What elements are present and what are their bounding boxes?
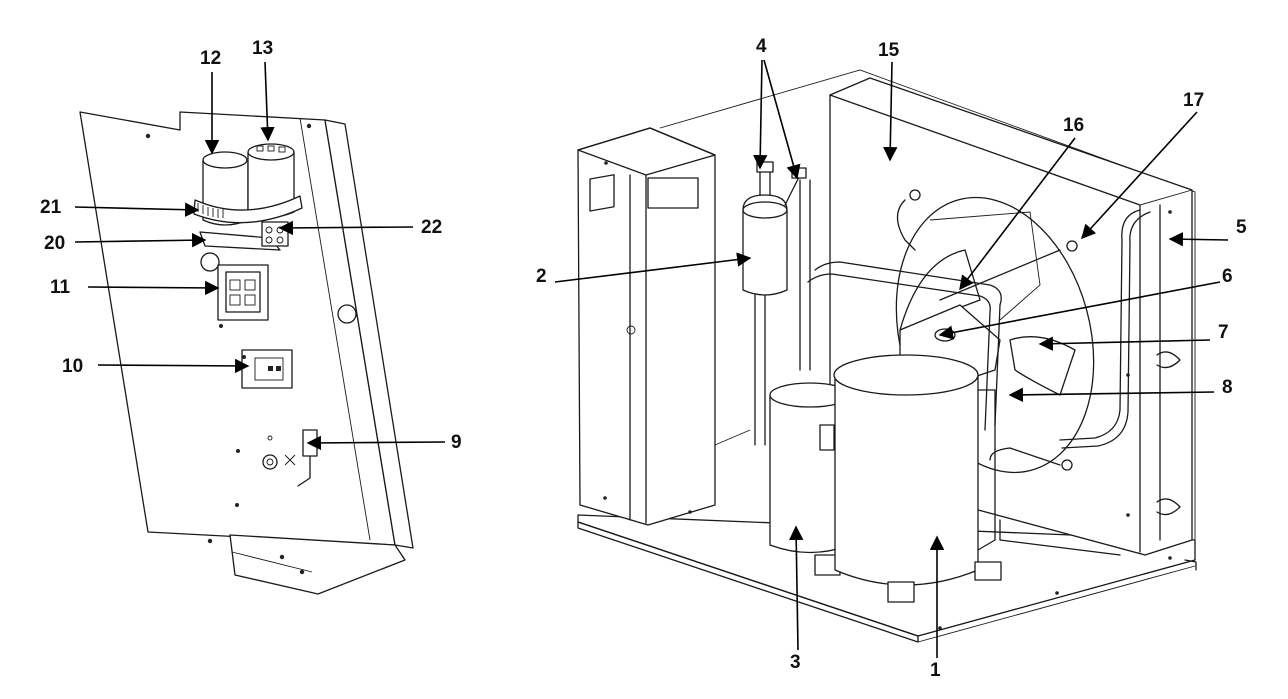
control-panel: [79, 111, 414, 595]
leader-lines: [74, 59, 1229, 658]
callout-17: 17: [1183, 90, 1204, 111]
callout-13: 13: [252, 38, 273, 59]
condensing-unit: [577, 69, 1197, 643]
callout-7: 7: [1218, 322, 1229, 343]
callout-21: 21: [40, 197, 62, 218]
callout-3: 3: [790, 652, 801, 673]
callout-10: 10: [62, 356, 83, 377]
callout-12: 12: [200, 48, 221, 69]
callout-22: 22: [421, 217, 442, 238]
capacitor-assembly: [193, 143, 303, 251]
callout-9: 9: [451, 432, 462, 453]
contactor: [217, 264, 269, 328]
callout-5: 5: [1236, 217, 1247, 238]
callout-6: 6: [1222, 266, 1233, 287]
relay: [241, 349, 293, 389]
receiver-tank: [742, 161, 811, 446]
callout-16: 16: [1063, 115, 1084, 136]
callout-2: 2: [536, 266, 547, 287]
callout-11: 11: [50, 277, 71, 298]
terminal-block: [261, 221, 289, 247]
compressor-main: [833, 354, 1002, 603]
callout-15: 15: [878, 40, 900, 61]
callout-8: 8: [1222, 377, 1233, 398]
compressor-small: [769, 382, 851, 576]
callout-20: 20: [44, 233, 65, 254]
callout-1: 1: [930, 660, 941, 681]
callout-4: 4: [756, 36, 767, 57]
callout-labels: 12 13 21 20 22 11 10 9 4 15 16 17 5 2 6 …: [40, 36, 1247, 681]
